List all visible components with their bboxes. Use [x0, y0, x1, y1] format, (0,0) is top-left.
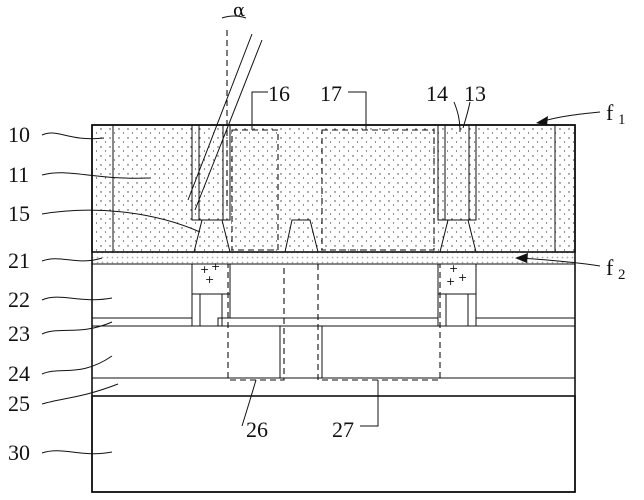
label-23: 23 [8, 321, 30, 346]
label-21: 21 [8, 248, 30, 273]
label-30: 30 [8, 440, 30, 465]
label-26: 26 [246, 417, 268, 442]
leaders-top [251, 91, 471, 133]
layer-21 [91, 251, 576, 265]
layer-25 [91, 377, 576, 397]
label-11: 11 [8, 162, 29, 187]
region-26-dashed [227, 263, 285, 381]
label-13: 13 [464, 81, 486, 106]
svg-text:+: + [205, 273, 214, 286]
layer-24 [91, 325, 576, 379]
labels: 10 11 15 21 22 23 24 25 30 16 17 14 13 α… [8, 0, 626, 465]
label-16: 16 [268, 81, 290, 106]
label-27: 27 [332, 417, 354, 442]
leaders-left [41, 132, 201, 455]
label-17: 17 [320, 81, 342, 106]
layer-23 [91, 293, 576, 327]
svg-text:+: + [446, 275, 455, 288]
plus-marks: + + + + + + [200, 260, 467, 288]
label-f2-subscript: 2 [618, 267, 626, 283]
label-f1-subscript: 1 [618, 112, 626, 128]
outer-outline [91, 124, 576, 493]
layer-30 [91, 395, 576, 493]
label-f2: f [606, 255, 614, 280]
label-22: 22 [8, 287, 30, 312]
region-16-dashed [231, 129, 279, 251]
layer-22 [91, 263, 576, 319]
label-24: 24 [8, 361, 30, 386]
label-25: 25 [8, 391, 30, 416]
label-14: 14 [426, 81, 448, 106]
leaders-right [515, 111, 601, 267]
svg-text:+: + [458, 271, 467, 284]
svg-text:+: + [211, 260, 220, 273]
region-17-dashed [321, 129, 435, 251]
svg-text:+: + [449, 262, 458, 275]
layer-11-top-substrate [91, 124, 576, 253]
label-10: 10 [8, 122, 30, 147]
leaders-bottom [241, 379, 379, 427]
label-f1: f [606, 100, 614, 125]
label-15: 15 [8, 201, 30, 226]
svg-text:+: + [200, 263, 209, 276]
region-27-dashed [317, 263, 441, 381]
label-alpha: α [233, 0, 245, 21]
